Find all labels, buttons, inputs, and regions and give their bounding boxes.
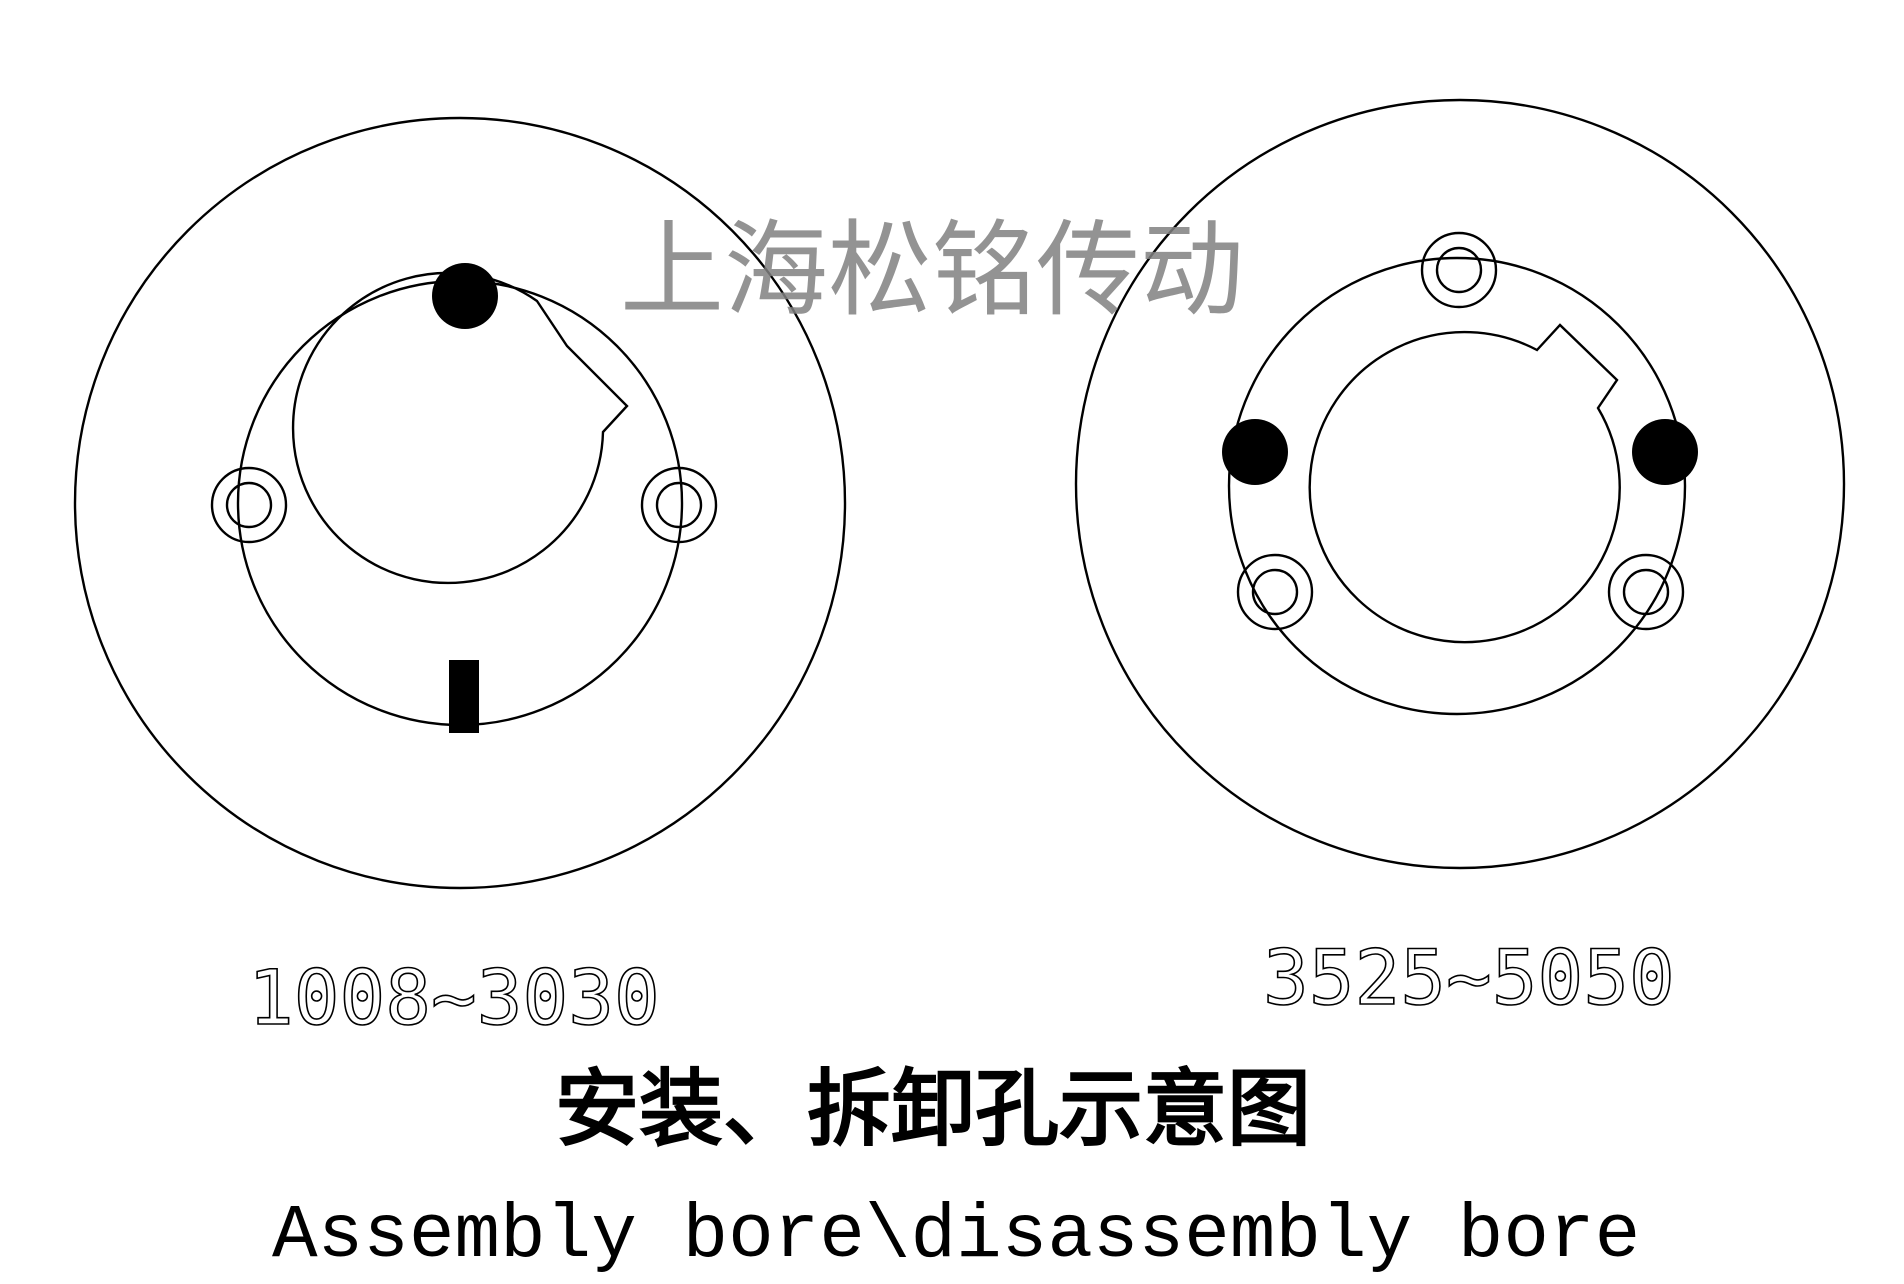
right-disassembly-hole-right	[1632, 419, 1698, 485]
right-installation-hole-top	[1420, 231, 1498, 309]
left-flange-circle	[236, 279, 684, 727]
right-bore-with-keyway	[1308, 323, 1621, 644]
right-disassembly-hole-left	[1222, 419, 1288, 485]
left-disassembly-hole	[432, 263, 498, 329]
left-installation-hole-left	[210, 466, 288, 544]
left-installation-hole-right	[640, 466, 718, 544]
right-flange-circle	[1227, 256, 1687, 716]
caption-chinese: 安装、拆卸孔示意图	[555, 1059, 1311, 1158]
right-outer-rim	[1074, 98, 1846, 870]
right-installation-hole-lower-right	[1607, 553, 1685, 631]
right-size-label: 3525~5050	[1263, 933, 1675, 1022]
left-size-label: 1008~3030	[248, 953, 660, 1042]
right-installation-hole-lower-left	[1236, 553, 1314, 631]
left-split-slot	[449, 660, 479, 733]
left-bore-with-keyway	[291, 271, 629, 585]
left-bushing	[73, 116, 847, 890]
left-outer-rim	[73, 116, 847, 890]
watermark-text: 上海松铭传动	[620, 209, 1244, 331]
right-bushing	[1074, 98, 1846, 870]
caption-english: Assembly bore\disassembly bore	[272, 1193, 1640, 1279]
